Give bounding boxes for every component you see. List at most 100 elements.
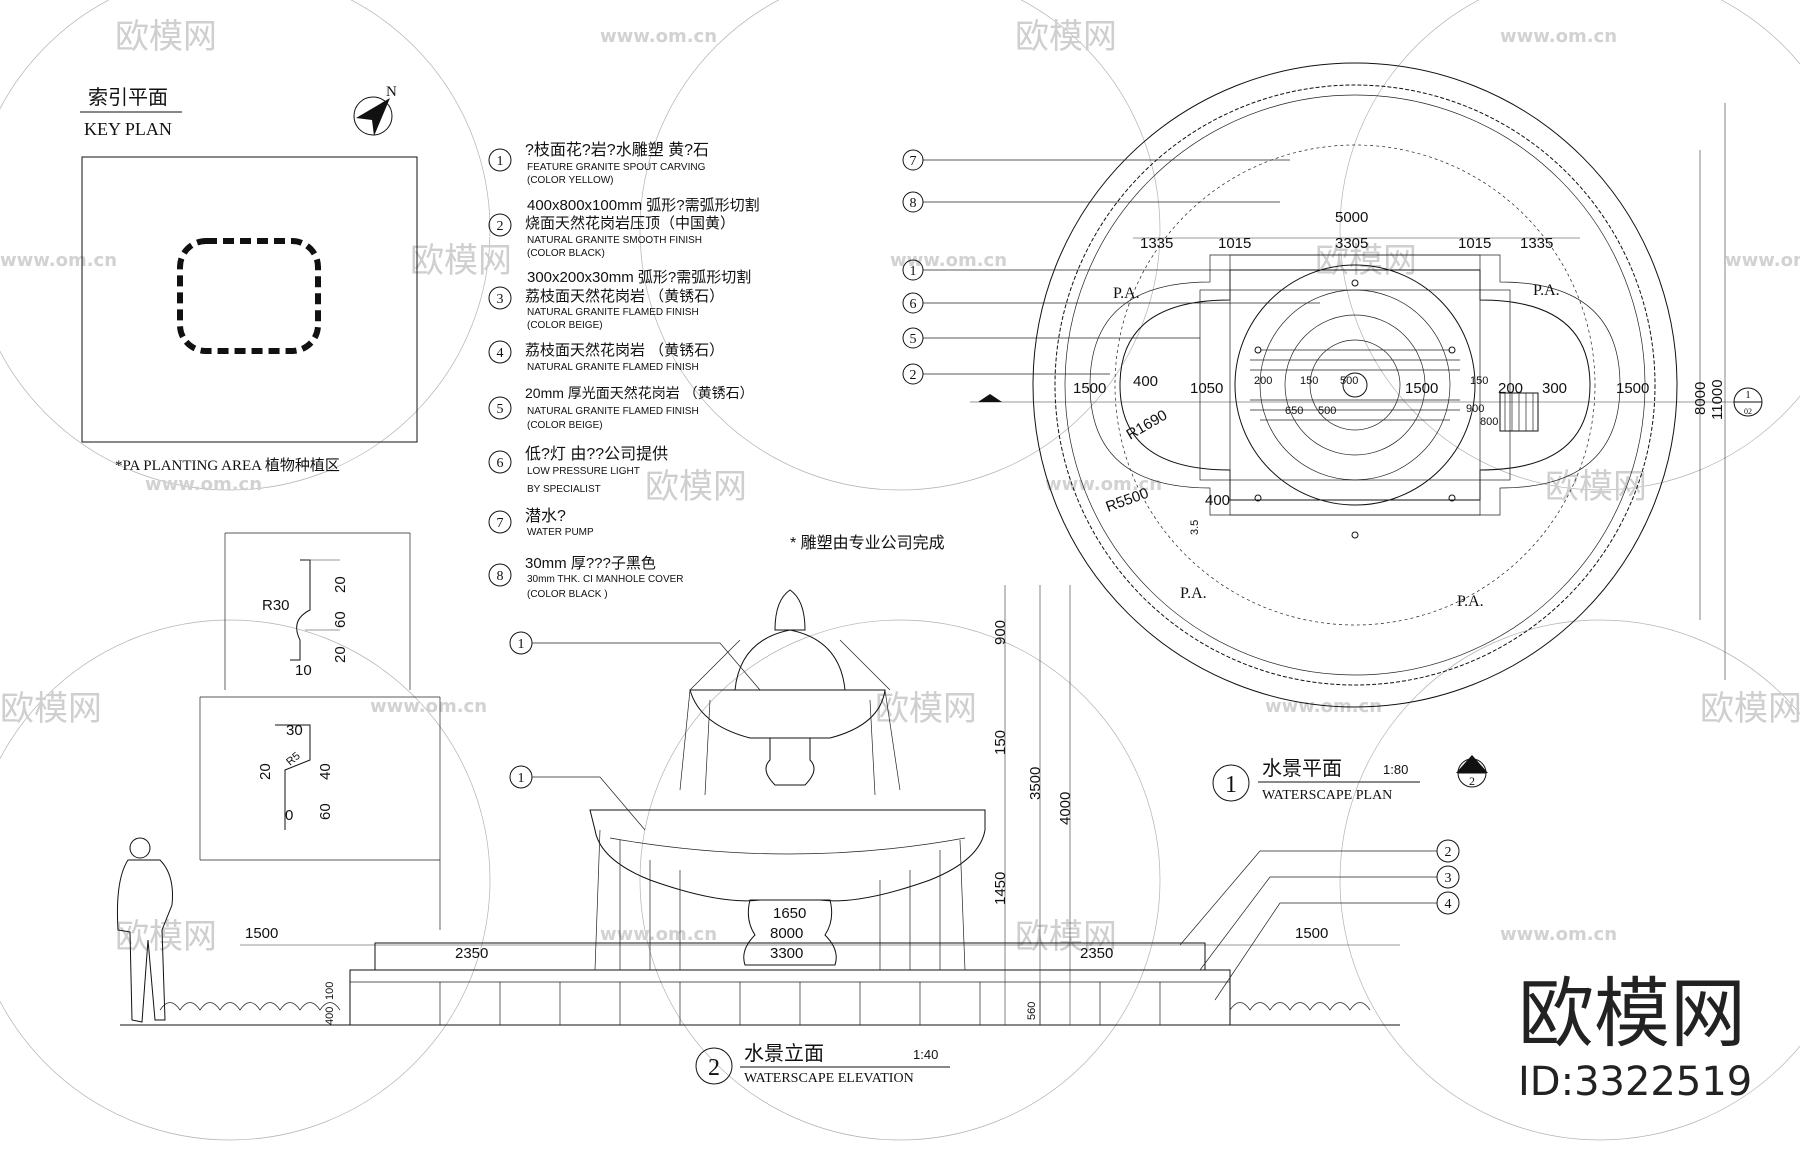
svg-text:30mm 厚???子黑色: 30mm 厚???子黑色 xyxy=(525,555,656,572)
plan-dim-11000: 11000 xyxy=(1709,379,1726,420)
watermark-url: www.om.cn xyxy=(1500,26,1617,47)
sculpture-note: * 雕塑由专业公司完成 xyxy=(790,534,945,552)
svg-text:100: 100 xyxy=(324,982,336,1000)
section-ref-icon: 2 xyxy=(1456,755,1488,788)
svg-text:WATERSCAPE ELEVATION: WATERSCAPE ELEVATION xyxy=(744,1071,914,1086)
svg-text:4: 4 xyxy=(497,346,504,361)
watermark-brand: 欧模网 xyxy=(1700,689,1800,729)
watermark-brand: 欧模网 xyxy=(115,917,217,957)
svg-text:WATER PUMP: WATER PUMP xyxy=(527,527,594,538)
legend-item: 1 ?枝面花?岩?水雕塑 黄?石 FEATURE GRANITE SPOUT C… xyxy=(488,141,709,186)
legend-item: 4 荔枝面天然花岗岩 （黄锈石） NATURAL GRANITE FLAMED … xyxy=(488,340,724,373)
svg-text:LOW PRESSURE LIGHT: LOW PRESSURE LIGHT xyxy=(527,466,640,477)
section-marker-icon: 1 02 xyxy=(1733,387,1763,417)
svg-text:1: 1 xyxy=(910,264,917,279)
plan-title: 1 水景平面 WATERSCAPE PLAN 1:80 2 xyxy=(1212,755,1488,803)
svg-text:5000: 5000 xyxy=(1335,209,1368,226)
legend-item: 3 300x200x30mm 弧形?需弧形切割 荔枝面天然花岗岩 （黄锈石） N… xyxy=(488,269,751,331)
svg-text:低?灯 由??公司提供: 低?灯 由??公司提供 xyxy=(525,445,668,463)
watermark-brand: 欧模网 xyxy=(1015,17,1117,57)
watermark-url: www.om.cn xyxy=(600,26,717,47)
legend-item: 7 潜水? WATER PUMP xyxy=(488,507,594,538)
svg-text:60: 60 xyxy=(332,611,349,628)
plan-dims-top: 1335 1015 3305 1015 1335 5000 xyxy=(1140,209,1553,252)
svg-text:300: 300 xyxy=(1542,380,1567,397)
legend-item: 5 20mm 厚光面天然花岗岩 （黄锈石） NATURAL GRANITE FL… xyxy=(488,385,754,431)
watermark-url: www.om.cn xyxy=(600,924,717,945)
watermark-url: www.om.cn xyxy=(1725,250,1800,271)
north-arrow-icon: N xyxy=(353,84,397,136)
svg-text:3: 3 xyxy=(1445,871,1452,886)
svg-text:02: 02 xyxy=(1744,407,1752,416)
svg-text:1335: 1335 xyxy=(1140,235,1173,252)
svg-text:1015: 1015 xyxy=(1458,235,1491,252)
watermark-url: www.om.cn xyxy=(0,250,117,271)
svg-text:1015: 1015 xyxy=(1218,235,1251,252)
planting-area-label: P.A. xyxy=(1180,585,1207,602)
svg-text:8: 8 xyxy=(497,569,504,584)
svg-text:4000: 4000 xyxy=(1057,792,1074,825)
key-plan-frame xyxy=(81,156,418,443)
svg-text:NATURAL GRANITE FLAMED FINISH: NATURAL GRANITE FLAMED FINISH xyxy=(527,406,699,417)
svg-text:800: 800 xyxy=(1480,416,1498,428)
svg-text:R1690: R1690 xyxy=(1124,407,1171,444)
svg-text:2: 2 xyxy=(1445,845,1452,860)
svg-text:1:40: 1:40 xyxy=(913,1047,938,1062)
watermark-brand: 欧模网 xyxy=(875,689,977,729)
brand-logo-text: 欧模网 xyxy=(1518,969,1746,1058)
svg-text:6: 6 xyxy=(910,297,917,312)
plan-callouts: 7 8 1 6 5 2 xyxy=(902,149,1320,385)
svg-text:3500: 3500 xyxy=(1027,767,1044,800)
watermark-brand: 欧模网 xyxy=(115,17,217,57)
watermark-brand: 欧模网 xyxy=(1315,241,1417,281)
svg-text:1650: 1650 xyxy=(773,905,806,922)
svg-text:(COLOR BEIGE): (COLOR BEIGE) xyxy=(527,420,603,431)
waterscape-plan: P.A. P.A. P.A. P.A. 1335 1015 3305 1015 … xyxy=(902,62,1763,803)
svg-text:水景平面: 水景平面 xyxy=(1262,757,1342,780)
planting-area-label: P.A. xyxy=(1457,593,1484,610)
svg-text:FEATURE GRANITE SPOUT CARVING: FEATURE GRANITE SPOUT CARVING xyxy=(527,162,706,173)
svg-text:20mm 厚光面天然花岗岩 （黄锈石）: 20mm 厚光面天然花岗岩 （黄锈石） xyxy=(525,385,754,401)
svg-text:400: 400 xyxy=(324,1007,336,1025)
legend-item: 8 30mm 厚???子黑色 30mm THK. CI MANHOLE COVE… xyxy=(488,555,684,600)
section-arrow-icon xyxy=(978,394,1002,402)
svg-text:30mm THK. CI MANHOLE COVER: 30mm THK. CI MANHOLE COVER xyxy=(527,574,684,585)
svg-text:3300: 3300 xyxy=(770,945,803,962)
svg-text:(COLOR YELLOW): (COLOR YELLOW) xyxy=(527,175,614,186)
human-scale-figure-icon xyxy=(116,837,173,1023)
svg-text:1:80: 1:80 xyxy=(1383,762,1408,777)
key-plan-title-en: KEY PLAN xyxy=(84,119,172,139)
legend: 1 ?枝面花?岩?水雕塑 黄?石 FEATURE GRANITE SPOUT C… xyxy=(488,141,945,600)
watermark-url: www.om.cn xyxy=(145,474,262,495)
svg-text:NATURAL GRANITE FLAMED FINISH: NATURAL GRANITE FLAMED FINISH xyxy=(527,362,699,373)
svg-text:1500: 1500 xyxy=(1073,380,1106,397)
svg-text:7: 7 xyxy=(497,516,504,531)
svg-text:3.5: 3.5 xyxy=(1189,520,1201,535)
svg-text:R5: R5 xyxy=(284,750,302,768)
svg-text:300x200x30mm 弧形?需弧形切割: 300x200x30mm 弧形?需弧形切割 xyxy=(527,269,751,286)
svg-text:6: 6 xyxy=(497,456,504,471)
svg-text:200: 200 xyxy=(1254,375,1272,387)
svg-text:1450: 1450 xyxy=(992,872,1009,905)
svg-text:8: 8 xyxy=(910,196,917,211)
svg-text:150: 150 xyxy=(1300,375,1318,387)
svg-text:1: 1 xyxy=(1745,389,1751,401)
legend-item: 2 400x800x100mm 弧形?需弧形切割 烧面天然花岗岩压顶（中国黄） … xyxy=(488,197,760,259)
svg-text:?枝面花?岩?水雕塑 黄?石: ?枝面花?岩?水雕塑 黄?石 xyxy=(525,141,709,159)
svg-text:荔枝面天然花岗岩 （黄锈石）: 荔枝面天然花岗岩 （黄锈石） xyxy=(525,342,724,359)
profile-details: 20 60 20 R30 10 30 R5 20 40 60 0 xyxy=(199,532,441,930)
watermark-brand: 欧模网 xyxy=(1545,467,1647,507)
watermark-texts: 欧模网 www.om.cn 欧模网 www.om.cn www.om.cn 欧模… xyxy=(0,17,1800,957)
svg-text:1: 1 xyxy=(518,637,525,652)
svg-text:1335: 1335 xyxy=(1520,235,1553,252)
svg-text:烧面天然花岗岩压顶（中国黄）: 烧面天然花岗岩压顶（中国黄） xyxy=(525,215,735,232)
waterscape-elevation: 900 150 1450 3500 4000 1650 8000 3300 23… xyxy=(116,585,1460,1086)
svg-text:5: 5 xyxy=(497,402,504,417)
svg-text:150: 150 xyxy=(992,730,1009,755)
svg-text:7: 7 xyxy=(910,154,917,169)
watermark-url: www.om.cn xyxy=(890,250,1007,271)
svg-text:N: N xyxy=(386,84,397,100)
watermark-brand: 欧模网 xyxy=(410,241,512,281)
